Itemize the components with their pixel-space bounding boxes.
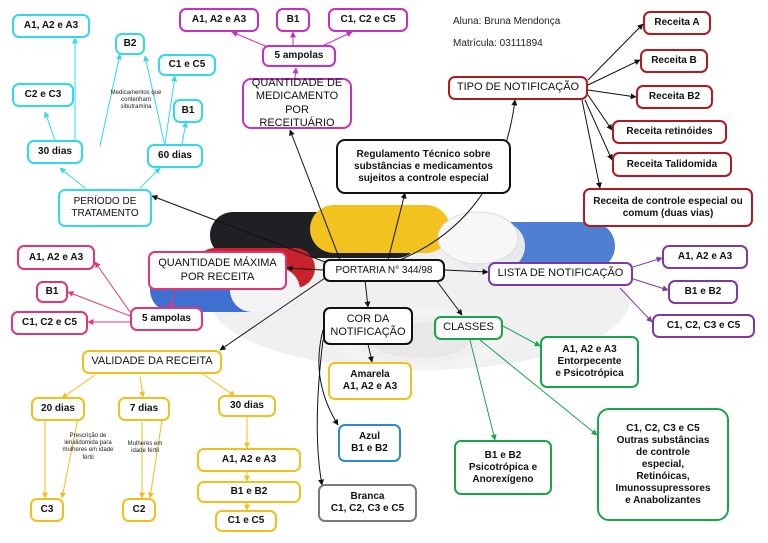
cor-notificacao-node: COR DA NOTIFICAÇÃO bbox=[323, 307, 413, 345]
validade-receita-node: VALIDADE DA RECEITA bbox=[82, 350, 222, 374]
classe-c: C1, C2, C3 e C5 Outras substâncias de co… bbox=[597, 408, 729, 521]
regulation-node: Regulamento Técnico sobre substâncias e … bbox=[336, 139, 511, 194]
lista-c1-c2-c3-c5: C1, C2, C3 e C5 bbox=[652, 314, 755, 338]
lista-notificacao-node: LISTA DE NOTIFICAÇÃO bbox=[488, 262, 633, 286]
cor-azul: Azul B1 e B2 bbox=[338, 424, 401, 462]
cor-branca: Branca C1, C2, C3 e C5 bbox=[318, 484, 417, 522]
cor-amarela: Amarela A1, A2 e A3 bbox=[328, 362, 412, 400]
periodo-60-dias: 60 dias bbox=[147, 144, 203, 168]
validade-c2: C2 bbox=[122, 498, 156, 522]
validade-b1-b2: B1 e B2 bbox=[197, 481, 301, 503]
receita-b2: Receita B2 bbox=[636, 85, 713, 109]
maxima-a1-a2-a3: A1, A2 e A3 bbox=[17, 245, 95, 270]
validade-a1-a2-a3: A1, A2 e A3 bbox=[197, 448, 301, 472]
periodo-c2-c3: C2 e C3 bbox=[12, 83, 74, 107]
receituario-c1-c2-c5: C1, C2 e C5 bbox=[328, 8, 408, 32]
receita-a: Receita A bbox=[643, 11, 711, 35]
lista-a1-a2-a3: A1, A2 e A3 bbox=[662, 245, 748, 269]
receituario-b1: B1 bbox=[276, 8, 310, 32]
periodo-b2: B2 bbox=[115, 33, 145, 55]
classe-b: B1 e B2 Psicotrópica e Anorexígeno bbox=[454, 440, 552, 495]
receita-b: Receita B bbox=[640, 49, 708, 73]
periodo-b1: B1 bbox=[173, 99, 203, 123]
validade-c1-c5: C1 e C5 bbox=[215, 510, 277, 532]
validade-30-dias: 30 dias bbox=[218, 395, 276, 417]
receita-talidomida: Receita Talidomida bbox=[612, 152, 732, 177]
periodo-30-dias: 30 dias bbox=[27, 140, 83, 164]
maxima-b1: B1 bbox=[36, 281, 68, 303]
maxima-c1-c2-c5: C1, C2 e C5 bbox=[11, 311, 88, 335]
maxima-5-ampolas: 5 ampolas bbox=[130, 307, 203, 331]
periodo-tratamento-node: PERÍODO DE TRATAMENTO bbox=[58, 189, 152, 227]
periodo-c1-c5: C1 e C5 bbox=[158, 54, 216, 76]
quantidade-receituario-node: QUANTIDADE DE MEDICAMENTO POR RECEITUÁRI… bbox=[242, 77, 352, 129]
periodo-a1-a2-a3: A1, A2 e A3 bbox=[12, 14, 90, 38]
lista-b1-b2: B1 e B2 bbox=[668, 280, 738, 304]
receita-controle-especial: Receita de controle especial ou comum (d… bbox=[583, 188, 753, 227]
student-registration: Matrícula: 03111894 bbox=[453, 38, 543, 49]
classes-node: CLASSES bbox=[434, 316, 503, 340]
validade-7-dias: 7 dias bbox=[118, 397, 170, 421]
receituario-5-ampolas: 5 ampolas bbox=[262, 45, 336, 67]
receituario-a1-a2-a3: A1, A2 e A3 bbox=[179, 8, 259, 32]
validade-20-dias: 20 dias bbox=[31, 397, 85, 421]
lenalidomida-note: Prescrição de lenalidomida para mulheres… bbox=[62, 433, 114, 461]
quantidade-maxima-node: QUANTIDADE MÁXIMA POR RECEITA bbox=[148, 251, 287, 290]
sibutramina-note: Medicamentos que contenham sibutramina bbox=[110, 90, 162, 111]
portaria-node: PORTARIA N° 344/98 bbox=[323, 259, 445, 282]
classe-a: A1, A2 e A3 Entorpecente e Psicotrópica bbox=[540, 336, 639, 388]
mulheres-note: Mulheres em idade fértil bbox=[127, 441, 163, 455]
validade-c3: C3 bbox=[30, 498, 64, 522]
tipo-notificacao-node: TIPO DE NOTIFICAÇÃO bbox=[448, 76, 588, 100]
receita-retinoides: Receita retinóides bbox=[612, 120, 727, 144]
student-name: Aluna: Bruna Mendonça bbox=[453, 16, 561, 27]
